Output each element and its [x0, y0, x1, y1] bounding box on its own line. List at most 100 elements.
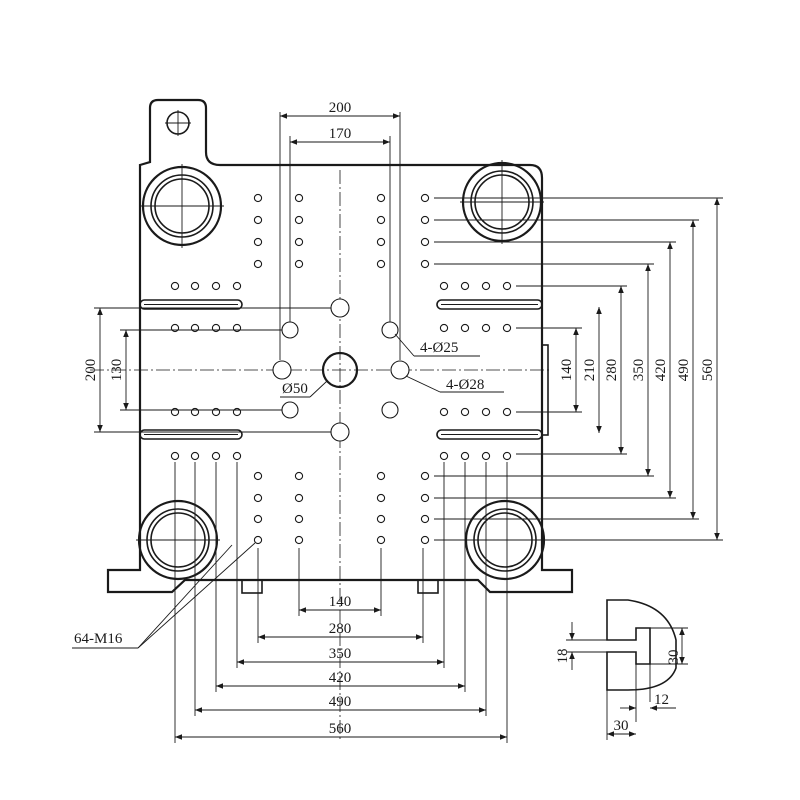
- tapped-hole: [190, 407, 200, 417]
- tapped-hole: [376, 259, 386, 269]
- tapped-hole: [170, 323, 180, 333]
- callout-64-m16: 64-M16: [74, 631, 123, 647]
- tapped-hole: [211, 451, 221, 461]
- tapped-hole: [294, 259, 304, 269]
- callout-4-d25: 4-Ø25: [420, 340, 458, 356]
- dim-bottom-560: 560: [329, 721, 352, 737]
- tapped-hole: [376, 471, 386, 481]
- tapped-hole: [376, 493, 386, 503]
- tapped-hole: [211, 407, 221, 417]
- dim-bottom-280: 280: [329, 621, 352, 637]
- tapped-hole: [376, 514, 386, 524]
- dim-right-560: 560: [700, 359, 716, 382]
- tie-bar-top-right: [460, 160, 544, 244]
- tapped-hole: [502, 323, 512, 333]
- tapped-hole: [439, 281, 449, 291]
- dim-right-140: 140: [559, 359, 575, 382]
- tapped-hole: [211, 281, 221, 291]
- tapped-hole: [420, 259, 430, 269]
- tapped-hole: [439, 407, 449, 417]
- t-slot-bottom-left: [139, 429, 243, 440]
- tapped-hole: [460, 281, 470, 291]
- tapped-hole: [253, 193, 263, 203]
- bottom-key-right: [417, 579, 439, 594]
- tapped-hole: [294, 514, 304, 524]
- dim-bottom-140: 140: [329, 594, 352, 610]
- tapped-hole: [253, 471, 263, 481]
- tapped-hole: [253, 215, 263, 225]
- tapped-hole: [502, 451, 512, 461]
- t-slot-top-left: [139, 299, 243, 310]
- dim-bottom-490: 490: [329, 694, 352, 710]
- tapped-hole: [253, 493, 263, 503]
- tapped-hole: [420, 237, 430, 247]
- dim-left-130: 130: [109, 359, 125, 382]
- side-plate: [541, 344, 549, 436]
- tslot-dim-12: 12: [654, 692, 669, 708]
- tapped-hole: [420, 215, 430, 225]
- dim-left-200: 200: [83, 359, 99, 382]
- tslot-dim-30-horizontal: 30: [614, 718, 629, 734]
- tapped-holes-m16: [170, 193, 512, 545]
- tapped-hole: [294, 215, 304, 225]
- tapped-hole: [376, 535, 386, 545]
- tapped-hole: [211, 323, 221, 333]
- dim-top-170: 170: [329, 126, 352, 142]
- dim-right-490: 490: [676, 359, 692, 382]
- tapped-hole: [170, 451, 180, 461]
- dim-bottom-420: 420: [329, 670, 352, 686]
- tslot-dim-30-vertical: 30: [666, 650, 682, 665]
- tapped-hole: [376, 237, 386, 247]
- tapped-hole: [253, 259, 263, 269]
- tapped-hole: [460, 407, 470, 417]
- tapped-hole: [253, 237, 263, 247]
- tslot-dim-18: 18: [555, 649, 571, 664]
- tapped-hole: [294, 237, 304, 247]
- t-slot-bottom-right: [436, 429, 543, 440]
- tapped-hole: [294, 535, 304, 545]
- tie-bar-bottom-left: [136, 499, 220, 581]
- tapped-hole: [481, 407, 491, 417]
- tapped-hole: [439, 451, 449, 461]
- tapped-hole: [481, 323, 491, 333]
- dimension-lines: [97, 113, 720, 740]
- tapped-hole: [170, 281, 180, 291]
- t-slot-top-right: [436, 299, 543, 310]
- callout-d50: Ø50: [282, 381, 308, 397]
- bottom-key-left: [241, 579, 263, 594]
- platen-outline: [106, 98, 574, 594]
- callout-4-d28: 4-Ø28: [446, 377, 484, 393]
- tapped-hole: [420, 514, 430, 524]
- tapped-hole: [253, 535, 263, 545]
- tapped-hole: [170, 407, 180, 417]
- tapped-hole: [376, 215, 386, 225]
- dim-top-200: 200: [329, 100, 352, 116]
- tapped-hole: [420, 535, 430, 545]
- tapped-hole: [232, 451, 242, 461]
- tapped-hole: [420, 493, 430, 503]
- tapped-hole: [232, 323, 242, 333]
- tapped-hole: [502, 407, 512, 417]
- tapped-hole: [460, 451, 470, 461]
- dim-right-420: 420: [653, 359, 669, 382]
- tapped-hole: [460, 323, 470, 333]
- tapped-hole: [439, 323, 449, 333]
- tapped-hole: [294, 493, 304, 503]
- tapped-hole: [294, 471, 304, 481]
- dim-bottom-350: 350: [329, 646, 352, 662]
- tapped-hole: [190, 281, 200, 291]
- holes-d28: [272, 298, 410, 442]
- tapped-hole: [376, 193, 386, 203]
- tapped-hole: [232, 407, 242, 417]
- holes-d25: [281, 321, 399, 419]
- callout-leaders: [72, 333, 504, 649]
- dim-right-350: 350: [631, 359, 647, 382]
- tapped-hole: [294, 193, 304, 203]
- center-hole-d50: [321, 351, 359, 389]
- tapped-hole: [253, 514, 263, 524]
- tapped-hole: [420, 193, 430, 203]
- tapped-hole: [232, 281, 242, 291]
- tapped-hole: [420, 471, 430, 481]
- tapped-hole: [190, 323, 200, 333]
